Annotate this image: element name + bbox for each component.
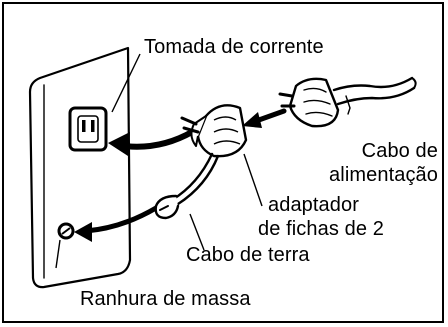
power-cable-label-line1: Cabo de xyxy=(361,140,438,162)
outlet-label: Tomada de corrente xyxy=(144,36,324,58)
plug-adapter-icon xyxy=(180,104,248,158)
ground-screw-icon xyxy=(57,222,75,240)
wall-plate-icon xyxy=(28,46,132,289)
diagram-frame xyxy=(2,2,444,323)
plug-arrow-icon xyxy=(242,108,287,128)
insert-arrow-icon xyxy=(108,129,195,156)
adapter-label-line2: de fichas de 2 xyxy=(258,218,384,240)
two-slot-outlet-icon xyxy=(68,106,108,152)
ground-arrow-icon xyxy=(74,205,159,242)
leader-lines xyxy=(55,53,263,269)
ground-lug-icon xyxy=(154,152,220,220)
power-cable-label-line2: alimentação xyxy=(329,164,438,186)
adapter-label-line1: adaptador xyxy=(268,194,359,216)
ground-slot-label: Ranhura de massa xyxy=(80,288,251,310)
power-plug-icon xyxy=(278,76,417,128)
ground-cable-label: Cabo de terra xyxy=(186,244,310,266)
